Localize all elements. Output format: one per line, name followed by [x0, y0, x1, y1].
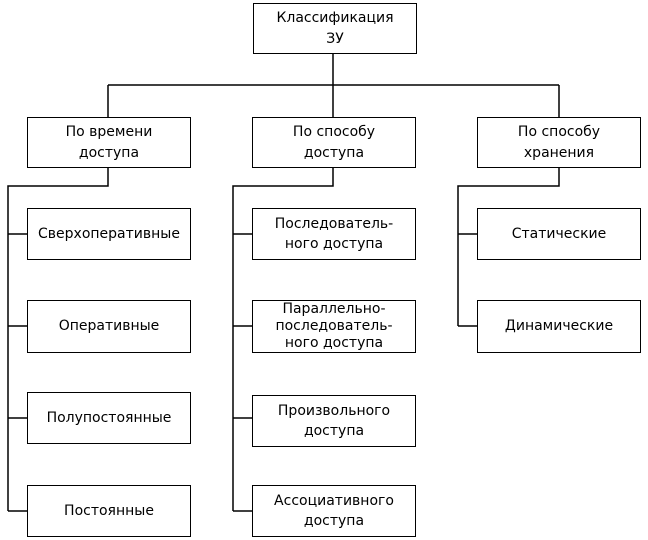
category-by-storage-method: По способу хранения — [477, 117, 641, 168]
node-dynamic: Динамические — [477, 300, 641, 353]
node-superoperative: Сверхоперативные — [27, 208, 191, 260]
node-static: Статические — [477, 208, 641, 260]
node-sequential-access: Последователь- ного доступа — [252, 208, 416, 260]
node-operative: Оперативные — [27, 300, 191, 353]
node-random-access: Произвольного доступа — [252, 395, 416, 447]
root-node: Классификация ЗУ — [253, 3, 417, 54]
category-by-access-time: По времени доступа — [27, 117, 191, 168]
node-semi-permanent: Полупостоянные — [27, 392, 191, 444]
connector-col3-spine — [457, 167, 560, 326]
node-associative-access: Ассоциативного доступа — [252, 485, 416, 537]
connector-col1-spine — [7, 167, 109, 511]
node-permanent: Постоянные — [27, 485, 191, 537]
connector-col2-spine — [232, 167, 334, 511]
node-parallel-sequential-access: Параллельно- последователь- ного доступа — [252, 300, 416, 353]
category-by-access-method: По способу доступа — [252, 117, 416, 168]
